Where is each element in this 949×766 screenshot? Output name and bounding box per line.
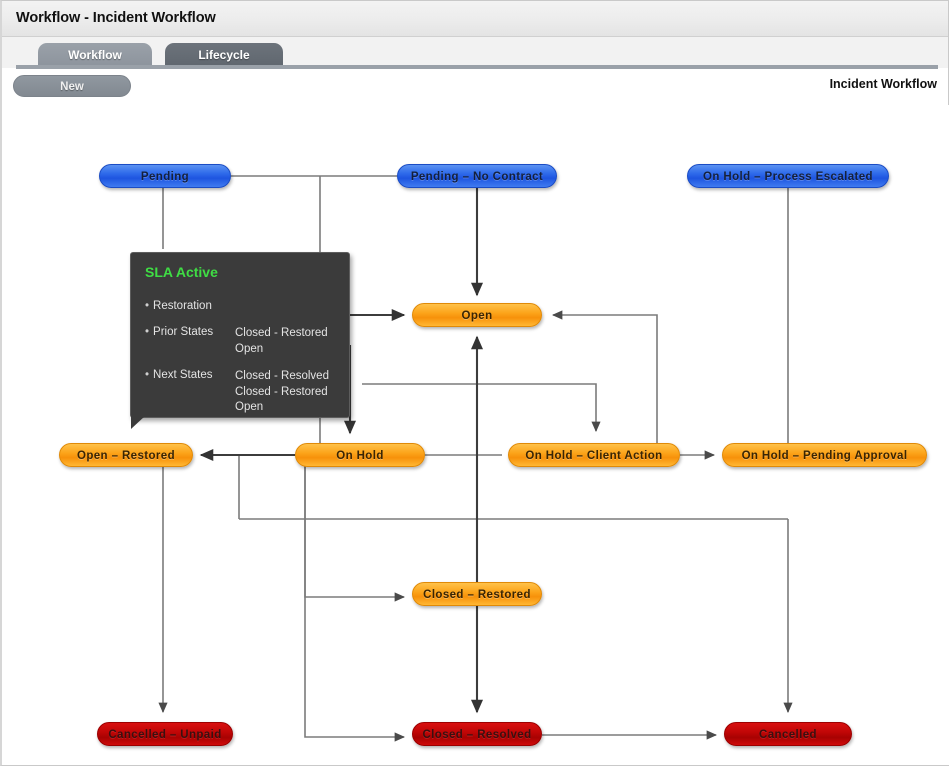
tooltip-row-label: Restoration — [153, 300, 212, 312]
tooltip-title: SLA Active — [145, 264, 218, 280]
node-closed-restored[interactable]: Closed – Restored — [412, 582, 542, 606]
node-pending-no-contract[interactable]: Pending – No Contract — [397, 164, 557, 188]
edge-layer — [158, 175, 793, 742]
node-on-hold[interactable]: On Hold — [295, 443, 425, 467]
state-detail-tooltip: SLA Active •Restoration •Prior States Cl… — [130, 252, 350, 429]
node-open[interactable]: Open — [412, 303, 542, 327]
node-open-restored[interactable]: Open – Restored — [59, 443, 193, 467]
tab-underline — [16, 65, 938, 69]
node-pending[interactable]: Pending — [99, 164, 231, 188]
tooltip-row-label: Next States — [153, 369, 213, 381]
bullet-icon: • — [145, 369, 150, 381]
edge-open-to-client-action — [362, 383, 601, 433]
node-closed-resolved[interactable]: Closed – Resolved — [412, 722, 542, 746]
tab-lifecycle[interactable]: Lifecycle — [165, 43, 283, 68]
edge-onhold-to-closed-restored — [304, 455, 406, 602]
bullet-icon: • — [145, 300, 150, 312]
tooltip-row-next-states: •Next States — [145, 369, 212, 381]
new-button[interactable]: New — [13, 75, 131, 97]
tooltip-pointer-icon — [131, 416, 145, 429]
tab-strip: Workflow Lifecycle — [2, 37, 948, 68]
tooltip-row-restoration: •Restoration — [145, 300, 212, 312]
tooltip-row-prior-states: •Prior States — [145, 326, 213, 338]
node-cancelled[interactable]: Cancelled — [724, 722, 852, 746]
node-on-hold-client-action[interactable]: On Hold – Client Action — [508, 443, 680, 467]
toolbar: New Incident Workflow — [2, 69, 948, 105]
tooltip-row-label: Prior States — [153, 326, 214, 338]
bullet-icon: • — [145, 326, 150, 338]
tooltip-prior-states-values: Closed - Restored Open — [235, 327, 328, 355]
workflow-name-label: Incident Workflow — [829, 77, 937, 91]
edge-group-dark — [199, 176, 484, 714]
tooltip-next-states-values: Closed - Resolved Closed - Restored Open — [235, 370, 329, 413]
node-on-hold-pending-approval[interactable]: On Hold – Pending Approval — [722, 443, 927, 467]
node-on-hold-process-escalated[interactable]: On Hold – Process Escalated — [687, 164, 889, 188]
workflow-diagram-canvas[interactable]: Pending Pending – No Contract On Hold – … — [2, 105, 949, 765]
edge-client-action-to-open — [551, 310, 658, 437]
edge-onhold-to-closed-resolved — [304, 455, 406, 742]
node-cancelled-unpaid[interactable]: Cancelled – Unpaid — [97, 722, 233, 746]
tab-workflow[interactable]: Workflow — [38, 43, 152, 68]
title-bar: Workflow - Incident Workflow — [2, 1, 948, 37]
page-title: Workflow - Incident Workflow — [16, 10, 216, 26]
